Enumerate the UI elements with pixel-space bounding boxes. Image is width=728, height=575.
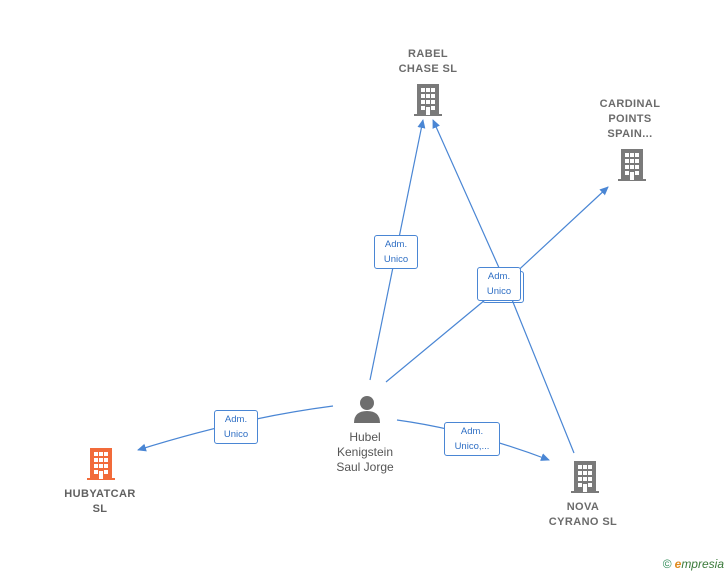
person-icon[interactable]	[352, 394, 382, 424]
hubyatcar-label[interactable]: HUBYATCAR SL	[64, 488, 136, 515]
relation-cardinal-line1: Adm.	[487, 271, 511, 282]
nova-building-icon[interactable]	[570, 460, 600, 494]
brand-name: mpresia	[681, 557, 724, 571]
rabel-label[interactable]: RABEL CHASE SL	[398, 48, 458, 75]
relation-box-nova[interactable]: Adm. Unico,...	[444, 422, 500, 456]
relation-rabel-line2: Unico	[383, 254, 409, 265]
brand-logo-letter: e	[674, 557, 682, 571]
relation-hubyatcar-line1: Adm.	[224, 414, 248, 425]
relation-nova-line2: Unico,...	[454, 441, 490, 452]
relation-box-cardinal[interactable]: Adm. Unico	[477, 267, 524, 303]
copyright-icon: ©	[662, 557, 672, 571]
cardinal-label[interactable]: CARDINAL POINTS SPAIN...	[599, 98, 661, 140]
relation-hubyatcar-line2: Unico	[223, 429, 249, 440]
relation-cardinal-line2: Unico	[486, 286, 512, 297]
brand-footer[interactable]: ©empresia	[663, 557, 724, 571]
nova-label[interactable]: NOVA CYRANO SL	[548, 501, 618, 528]
relation-box-rabel[interactable]: Adm. Unico	[374, 235, 418, 269]
relation-rabel-line1: Adm.	[384, 239, 408, 250]
rabel-building-icon[interactable]	[413, 83, 443, 117]
cardinal-building-icon[interactable]	[617, 148, 647, 182]
relation-box-hubyatcar[interactable]: Adm. Unico	[214, 410, 258, 444]
hubyatcar-building-icon[interactable]	[86, 447, 116, 481]
person-label[interactable]: Hubel Kenigstein Saul Jorge	[336, 430, 394, 474]
relation-nova-line1: Adm.	[460, 426, 484, 437]
